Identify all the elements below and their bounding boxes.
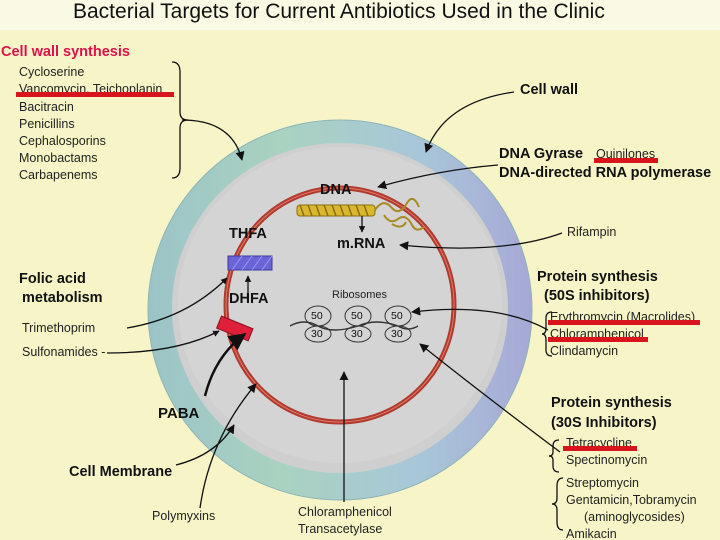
protein-30s-heading-1: Protein synthesis	[551, 395, 672, 411]
label-thfa: THFA	[229, 226, 267, 242]
drug-chloramphenicol-bottom: Chloramphenicol	[298, 505, 392, 519]
drug-monobactams: Monobactams	[19, 151, 98, 165]
underline-quinilones	[594, 158, 658, 163]
arrow-rifampin	[399, 232, 563, 251]
arrow-50s-inhibitors	[411, 306, 549, 331]
drug-clindamycin: Clindamycin	[550, 344, 619, 358]
label-paba: PABA	[158, 405, 200, 422]
label-transacetylase: Transacetylase	[298, 522, 383, 536]
cell-membrane-highlight	[225, 187, 455, 423]
ribosome-2-small: 30	[351, 328, 363, 340]
drug-quinilones: Quinilones	[596, 147, 656, 161]
ribosome-3-small: 30	[391, 328, 403, 340]
drug-spectinomycin: Spectinomycin	[566, 453, 648, 467]
drug-rifampin: Rifampin	[567, 225, 617, 239]
ribosome-3-large: 50	[391, 310, 403, 322]
label-dhfa: DHFA	[229, 291, 269, 307]
brace-30s-lower	[551, 477, 564, 531]
arrow-sulfonamides	[106, 330, 220, 354]
underline-tetracycline	[563, 446, 637, 451]
arrow-cell-wall-synthesis	[181, 119, 245, 161]
brace-30s-upper	[548, 439, 560, 473]
ribosome-2-large: 50	[351, 310, 363, 322]
mrna-strand-icon	[374, 197, 425, 231]
drug-gentamicin-tobramycin: Gentamicin,Tobramycin	[566, 493, 697, 507]
drug-trimethoprim: Trimethoprim	[22, 321, 96, 335]
arrow-cell-wall	[424, 91, 515, 153]
label-dna: DNA	[320, 182, 352, 198]
ribosome-1-large: 50	[311, 310, 323, 322]
label-rna-polymerase: DNA-directed RNA polymerase	[499, 165, 712, 181]
arrow-30s-inhibitors	[419, 343, 561, 453]
drug-aminoglycosides: (aminoglycosides)	[584, 510, 685, 524]
protein-50s-heading-1: Protein synthesis	[537, 269, 658, 285]
drug-bacitracin: Bacitracin	[19, 100, 74, 114]
drug-streptomycin: Streptomycin	[566, 476, 639, 490]
label-mrna: m.RNA	[337, 236, 386, 252]
drug-penicillins: Penicillins	[19, 117, 75, 131]
label-cell-membrane: Cell Membrane	[69, 464, 173, 480]
cell-wall-outline	[147, 119, 533, 501]
drug-amikacin: Amikacin	[566, 527, 617, 540]
underline-chloramphenicol	[548, 337, 648, 342]
label-dna-gyrase: DNA Gyrase	[499, 146, 584, 162]
drug-polymyxins: Polymyxins	[152, 509, 216, 523]
cell-wall-synthesis-heading: Cell wall synthesis	[1, 44, 130, 60]
label-ribosomes: Ribosomes	[332, 289, 388, 301]
arrow-polymyxins	[199, 383, 257, 509]
drug-sulfonamides: Sulfonamides -	[22, 345, 106, 359]
protein-50s-heading-2: (50S inhibitors)	[544, 288, 650, 304]
drug-carbapenems: Carbapenems	[19, 168, 98, 182]
label-cell-wall: Cell wall	[520, 82, 579, 98]
dna-helix-icon	[296, 204, 376, 217]
arrow-trimethoprim	[126, 277, 228, 329]
title-band	[0, 0, 720, 30]
page-title: Bacterial Targets for Current Antibiotic…	[73, 0, 605, 23]
underline-vancomycin	[16, 92, 174, 97]
folic-acid-heading-2: metabolism	[22, 290, 103, 306]
arrow-paba-to-dhfa	[203, 332, 247, 397]
underline-erythromycin	[548, 320, 700, 325]
drug-cycloserine: Cycloserine	[19, 65, 85, 79]
arrow-dna-gyrase	[377, 164, 499, 190]
ribosome-1-small: 30	[311, 328, 323, 340]
drug-cephalosporins: Cephalosporins	[19, 134, 106, 148]
folic-acid-heading-1: Folic acid	[19, 271, 86, 287]
protein-30s-heading-2: (30S Inhibitors)	[551, 415, 657, 431]
arrow-cell-membrane	[175, 424, 235, 466]
ribosome-shapes	[289, 305, 419, 343]
brace-50s	[541, 311, 553, 357]
